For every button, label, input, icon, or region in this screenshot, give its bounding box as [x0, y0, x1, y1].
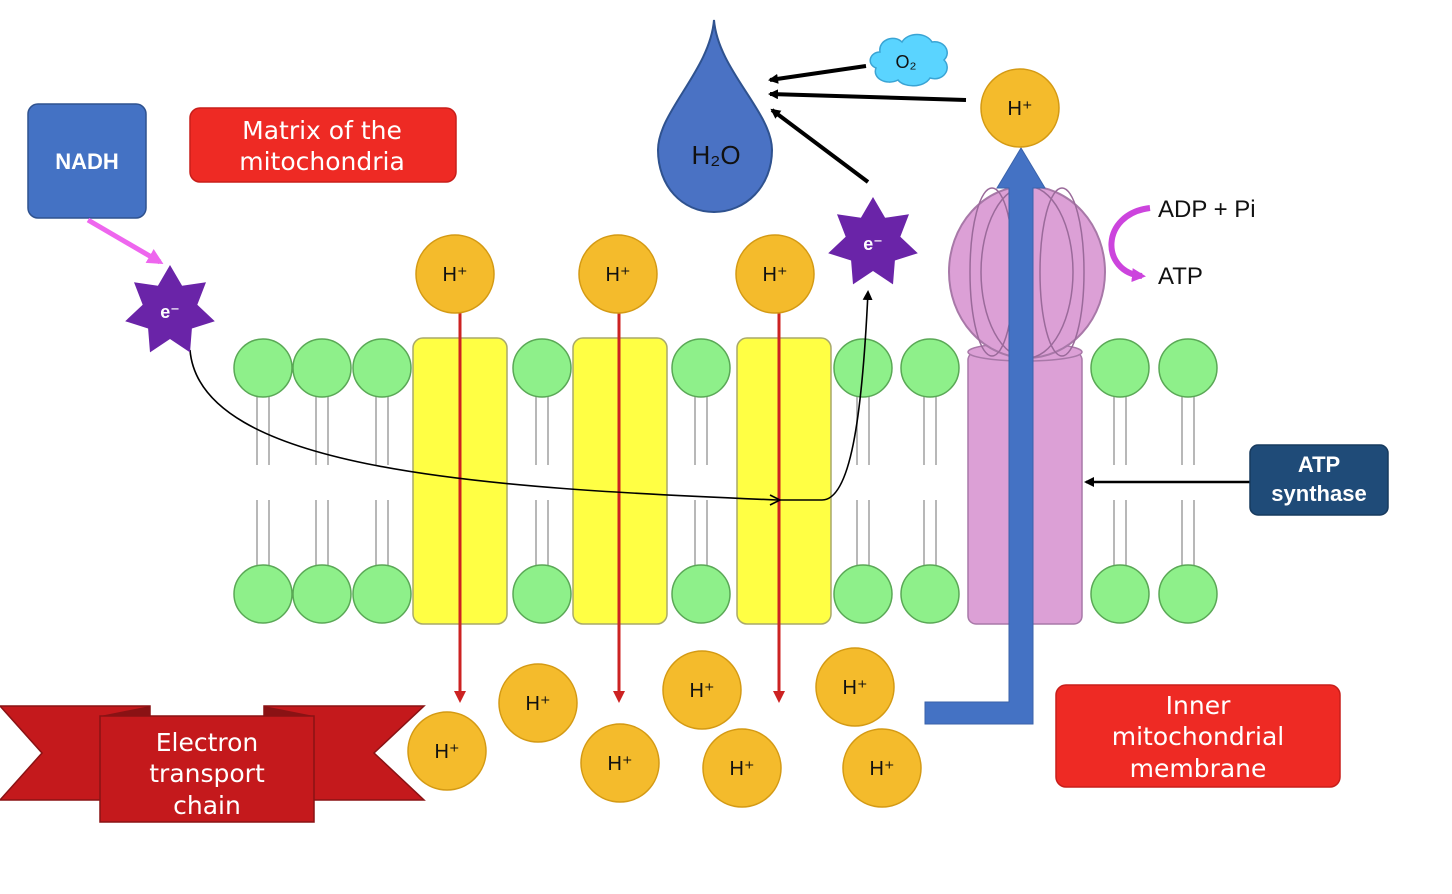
svg-text:H⁺: H⁺: [870, 758, 895, 780]
phospholipid-head: [1090, 564, 1150, 624]
electron-2: e⁻: [828, 197, 918, 285]
electron-star-icon: [125, 265, 215, 353]
svg-text:H⁺: H⁺: [1008, 98, 1033, 120]
svg-text:H⁺: H⁺: [606, 264, 631, 286]
proton: H⁺: [702, 728, 782, 808]
phospholipid-heads: [233, 338, 1218, 624]
proton: H⁺: [735, 234, 815, 314]
etc-ribbon-banner: [0, 705, 426, 823]
phospholipid-head: [512, 338, 572, 398]
phospholipid-head: [900, 564, 960, 624]
matrix-label-line1: Matrix of the: [242, 116, 402, 145]
svg-text:e⁻: e⁻: [160, 302, 180, 322]
oxygen-label: O₂: [896, 52, 917, 72]
etc-label-line1: Electron: [156, 728, 259, 757]
phospholipid-head: [292, 564, 352, 624]
phospholipid-head: [352, 564, 412, 624]
nadh-label: NADH: [55, 149, 119, 174]
phospholipid-head: [1158, 338, 1218, 398]
inner-membrane-label-box: [1055, 684, 1341, 788]
proton: H⁺: [815, 647, 895, 727]
phospholipid-head: [233, 338, 293, 398]
protons: H⁺ H⁺ H⁺ H⁺ H⁺ H⁺ H⁺ H⁺ H⁺ H⁺ H⁺: [407, 68, 1060, 808]
proton: H⁺: [580, 723, 660, 803]
inner-membrane-label-line3: membrane: [1130, 754, 1267, 783]
phospholipid-tails: [256, 395, 1195, 567]
svg-text:H⁺: H⁺: [730, 758, 755, 780]
svg-text:H⁺: H⁺: [763, 264, 788, 286]
atp-synthase-label-line2: synthase: [1271, 481, 1366, 506]
adp-label: ADP + Pi: [1158, 196, 1256, 223]
proton: H⁺: [415, 234, 495, 314]
proton: H⁺: [498, 663, 578, 743]
phospholipid-head: [671, 564, 731, 624]
ion-channel-protein-3: [736, 337, 832, 625]
proton-to-water-arrow: [768, 89, 967, 102]
phospholipid-head: [833, 564, 893, 624]
matrix-label-line2: mitochondria: [239, 147, 405, 176]
phospholipid-head: [1158, 564, 1218, 624]
electron-to-water-arrow: [770, 108, 870, 184]
phospholipid-head: [900, 338, 960, 398]
atp-synthase-label-box: [1249, 444, 1389, 516]
water-drop-icon: [656, 19, 774, 214]
atp-synthase-label-line1: ATP: [1298, 452, 1340, 477]
electron-1: e⁻: [125, 265, 215, 353]
inner-membrane-label-line1: Inner: [1166, 691, 1231, 720]
proton: H⁺: [980, 68, 1060, 148]
water-label: H₂O: [691, 140, 740, 170]
proton: H⁺: [578, 234, 658, 314]
oxygen-cloud-icon: [869, 33, 948, 87]
proton: H⁺: [407, 711, 487, 791]
electron-path-arrow: [189, 290, 873, 501]
phospholipid-head: [292, 338, 352, 398]
proton-flow-arrow: [924, 147, 1046, 725]
phospholipid-head: [233, 564, 293, 624]
svg-text:H⁺: H⁺: [843, 677, 868, 699]
proton: H⁺: [842, 728, 922, 808]
nadh-box: [27, 103, 147, 219]
svg-text:H⁺: H⁺: [435, 741, 460, 763]
etc-label-line2: transport: [149, 759, 265, 788]
svg-text:H⁺: H⁺: [443, 264, 468, 286]
electron-star-icon: [828, 197, 918, 285]
svg-text:H⁺: H⁺: [608, 753, 633, 775]
phospholipid-head: [671, 338, 731, 398]
svg-text:e⁻: e⁻: [863, 234, 883, 254]
phospholipid-head: [1090, 338, 1150, 398]
matrix-label-box: [189, 107, 457, 183]
adp-to-atp-arrow: [1108, 205, 1151, 283]
svg-text:H⁺: H⁺: [690, 680, 715, 702]
etc-label-line3: chain: [173, 791, 241, 820]
phospholipid-head: [512, 564, 572, 624]
inner-membrane-label-line2: mitochondrial: [1112, 722, 1285, 751]
proton: H⁺: [662, 650, 742, 730]
nadh-to-electron-arrow: [86, 217, 164, 265]
phospholipid-head: [352, 338, 412, 398]
svg-text:H⁺: H⁺: [526, 693, 551, 715]
atp-label: ATP: [1158, 263, 1203, 290]
oxygen-to-water-arrow: [768, 64, 867, 84]
